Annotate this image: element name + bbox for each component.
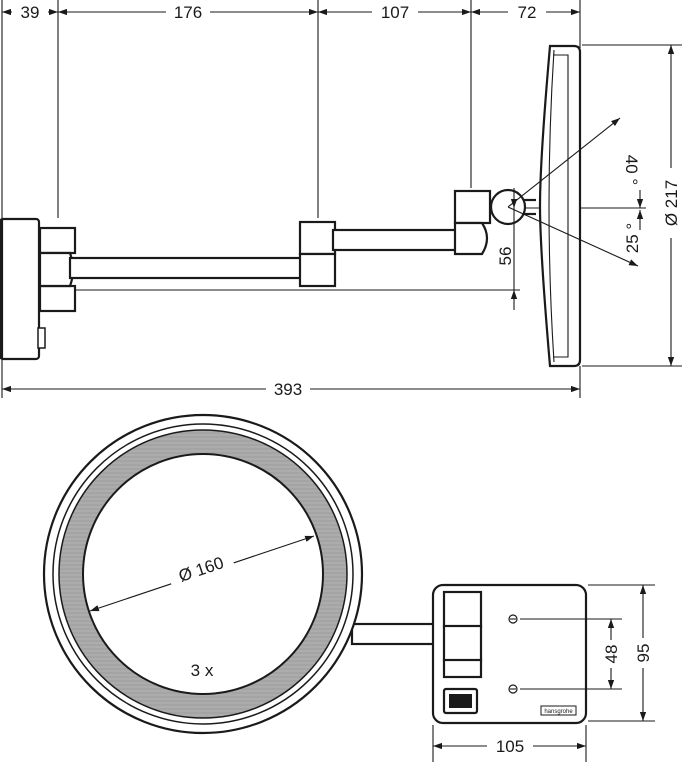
dimension-393: 393	[2, 379, 580, 399]
dimension-176-label: 176	[174, 3, 202, 22]
dimension-393-label: 393	[274, 380, 302, 399]
dimension-217-label: Ø 217	[662, 180, 681, 226]
dimension-56-label: 56	[496, 247, 515, 266]
dimension-107: 107	[318, 3, 471, 22]
front-view: Ø 160 3 x hansgrohe	[42, 413, 655, 762]
dimension-105-label: 105	[496, 737, 524, 756]
dimension-72-label: 72	[518, 3, 537, 22]
side-view: 39 176 107 72	[0, 0, 682, 399]
screw-hole-top	[508, 614, 518, 624]
angle-40-label: 40 °	[622, 155, 641, 185]
dimension-48: 48	[600, 619, 622, 689]
front-wall-plate: hansgrohe	[431, 583, 588, 725]
dimension-72: 72	[471, 3, 580, 22]
wall-plate	[0, 217, 46, 361]
angle-25-label: 25 °	[623, 223, 642, 253]
dimension-48-label: 48	[602, 645, 621, 664]
dimension-105: 105	[433, 736, 586, 756]
front-arm	[350, 622, 446, 646]
dimension-107-label: 107	[381, 3, 409, 22]
mirror-ring	[42, 413, 364, 735]
magnification-label: 3 x	[191, 661, 214, 680]
brand-label: hansgrohe	[544, 709, 573, 715]
dimension-176: 176	[58, 3, 318, 22]
mirror-side-profile	[538, 44, 582, 368]
tilt-angle-lines: 40 ° 25 °	[507, 117, 642, 267]
arm-joint-1	[298, 220, 460, 288]
dimension-217: Ø 217	[660, 45, 682, 366]
dimension-95-label: 95	[634, 644, 653, 663]
arm-segment-1	[38, 226, 308, 313]
dimension-39-label: 39	[21, 3, 40, 22]
screw-hole-bottom	[508, 684, 518, 694]
arm-joint-2	[453, 189, 492, 256]
brand-plate	[540, 705, 577, 716]
dimension-56: 56	[496, 188, 518, 310]
dimension-95: 95	[632, 585, 654, 721]
dimension-39: 39	[2, 3, 58, 22]
